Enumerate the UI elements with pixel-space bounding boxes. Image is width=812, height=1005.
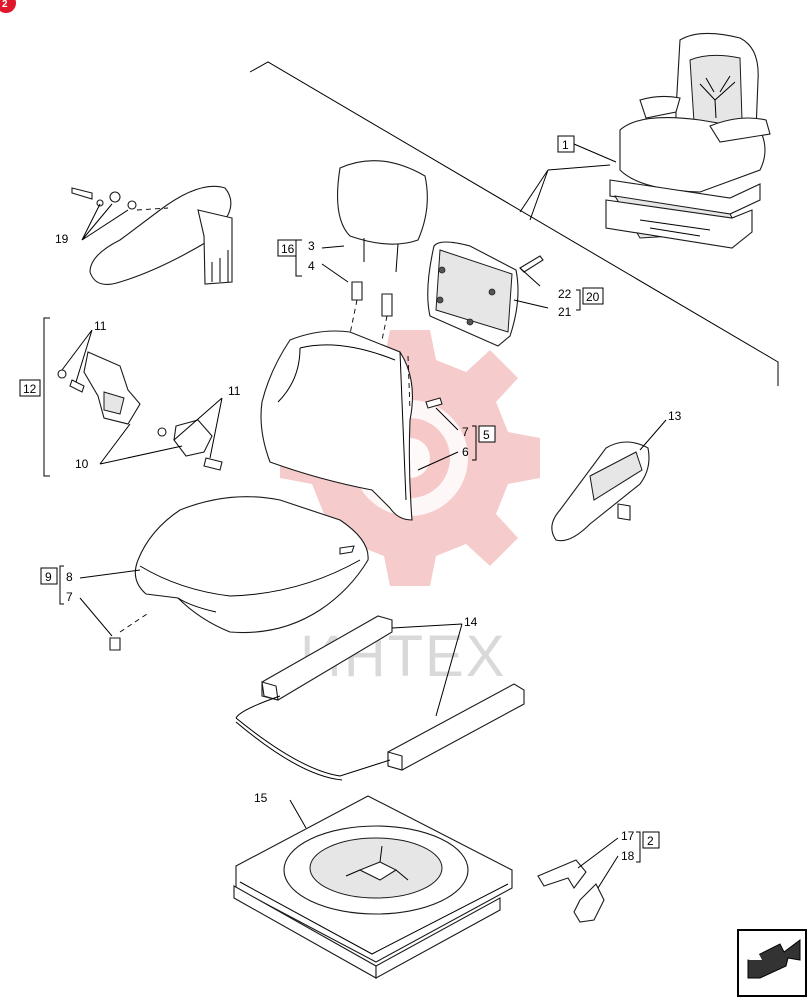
callout-8: 8 [66, 570, 73, 584]
swivel-base: 15 [233, 791, 513, 979]
left-armrest: 19 [55, 185, 233, 285]
swivel-lever: 17 18 2 [537, 829, 660, 923]
callout-1-group: 1 [557, 135, 617, 163]
complete-seat-illustration [605, 32, 771, 249]
callout-9: 9 [45, 570, 52, 584]
callout-14: 14 [464, 615, 478, 629]
callout-12: 12 [23, 382, 37, 396]
callout-21: 21 [558, 305, 572, 319]
callout-16: 16 [281, 242, 295, 256]
back-panel: 22 21 20 [427, 241, 604, 347]
slide-rails: 14 [235, 615, 525, 781]
callout-13: 13 [668, 409, 682, 423]
callout-11-left: 11 [94, 319, 107, 333]
callout-17: 17 [621, 829, 635, 843]
page-badge: 2 [0, 0, 16, 13]
callout-15: 15 [254, 791, 268, 805]
backrest-cushion: 7 6 5 [260, 330, 496, 521]
callout-1: 1 [562, 138, 569, 152]
callout-3: 3 [308, 239, 315, 253]
callout-10: 10 [75, 457, 89, 471]
callout-19: 19 [55, 232, 69, 246]
callout-6: 6 [462, 445, 469, 459]
right-armrest: 13 [551, 409, 682, 542]
previous-page-arrow-icon[interactable] [737, 929, 807, 997]
callout-7-seat: 7 [66, 590, 73, 604]
callout-2: 2 [647, 834, 654, 848]
seat-belt-assembly: 12 11 11 10 [19, 317, 241, 477]
callout-11-right: 11 [228, 384, 241, 398]
headrest: 16 3 4 [277, 160, 428, 341]
seat-cushion: 8 7 9 [40, 496, 369, 651]
callout-4: 4 [308, 259, 315, 273]
callout-7-back: 7 [462, 425, 469, 439]
callout-18: 18 [621, 849, 635, 863]
callout-20: 20 [586, 290, 600, 304]
callout-5: 5 [483, 428, 490, 442]
page-badge-number: 2 [2, 0, 8, 10]
callout-22: 22 [558, 287, 572, 301]
assembly-frame-line [249, 61, 779, 386]
